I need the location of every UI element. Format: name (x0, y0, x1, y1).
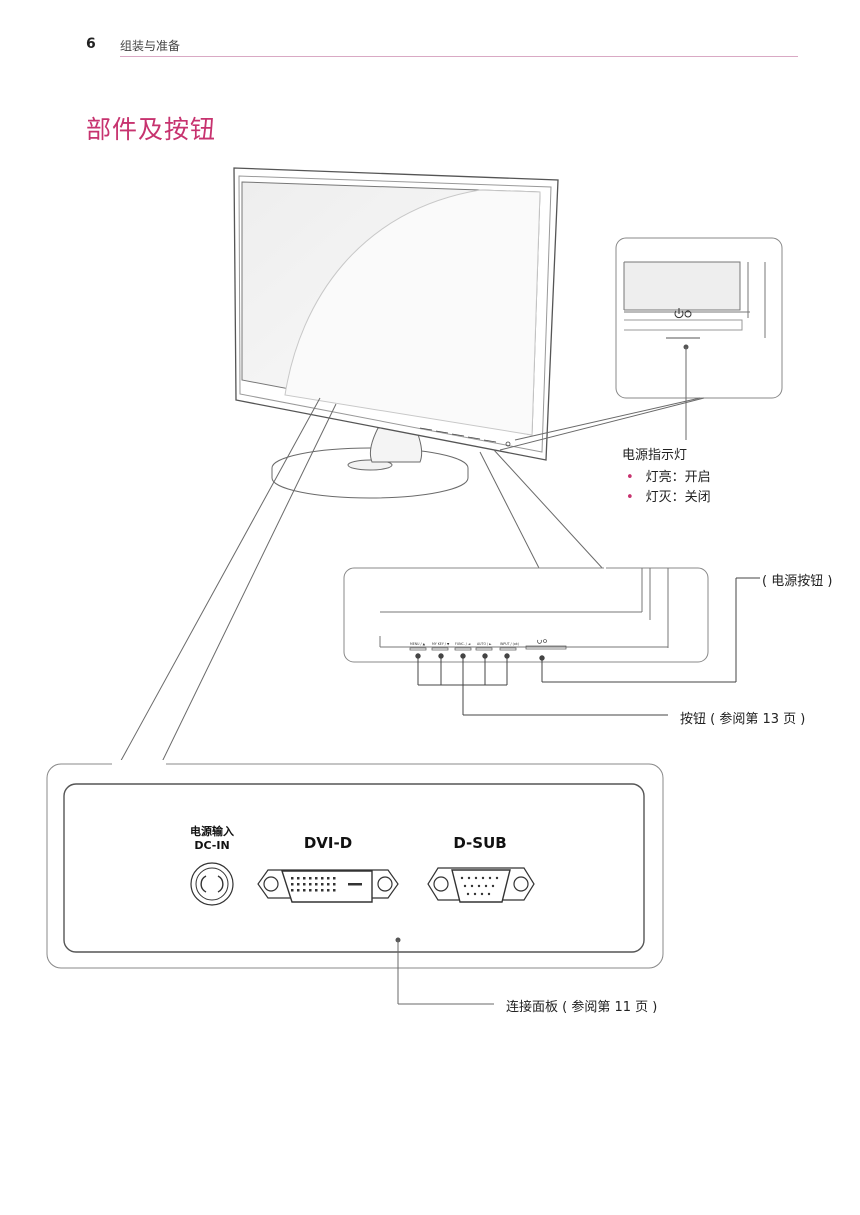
power-indicator-item: •灯亮：开启 (626, 470, 711, 485)
dc-in-jack-icon (190, 862, 234, 906)
power-indicator-item: •灯灭：关闭 (626, 490, 711, 505)
section-name: 组装与准备 (120, 39, 181, 53)
d-sub-label: D-SUB (453, 834, 507, 852)
front-button-label: FUNC. / ◄ (455, 642, 471, 646)
page-number: 6 (86, 36, 96, 52)
front-button-label: AUTO / ► (477, 642, 492, 646)
page-title: 部件及按钮 (86, 115, 217, 144)
stand-base (271, 447, 469, 499)
front-button-label: MY KEY / ▼ (432, 642, 450, 646)
dvi-d-label: DVI-D (303, 834, 353, 852)
power-led-icon (537, 639, 547, 644)
header-rule (120, 56, 798, 57)
front-panel-inset (343, 567, 709, 663)
connection-panel-label: 连接面板 ( 参阅第 11 页 ) (506, 1000, 658, 1015)
front-panel-button-labels: MENU / ▲ MY KEY / ▼ FUNC. / ◄ AUTO / ► I… (410, 642, 519, 646)
buttons-label: 按钮 ( 参阅第 13 页 ) (680, 712, 806, 727)
d-sub-port-icon (427, 867, 535, 903)
connection-panel-inner (63, 783, 645, 953)
power-indicator-title: 电源指示灯 (622, 448, 688, 463)
power-input-label: 电源输入 DC-IN (190, 825, 234, 852)
power-button-label: ( 电源按钮 ) (762, 574, 833, 589)
dvi-d-port-icon (257, 869, 399, 903)
front-button-label: MENU / ▲ (410, 642, 426, 646)
power-icon (674, 308, 692, 319)
front-button-label: INPUT / (ok) (500, 642, 519, 646)
bezel-buttons (419, 427, 511, 447)
